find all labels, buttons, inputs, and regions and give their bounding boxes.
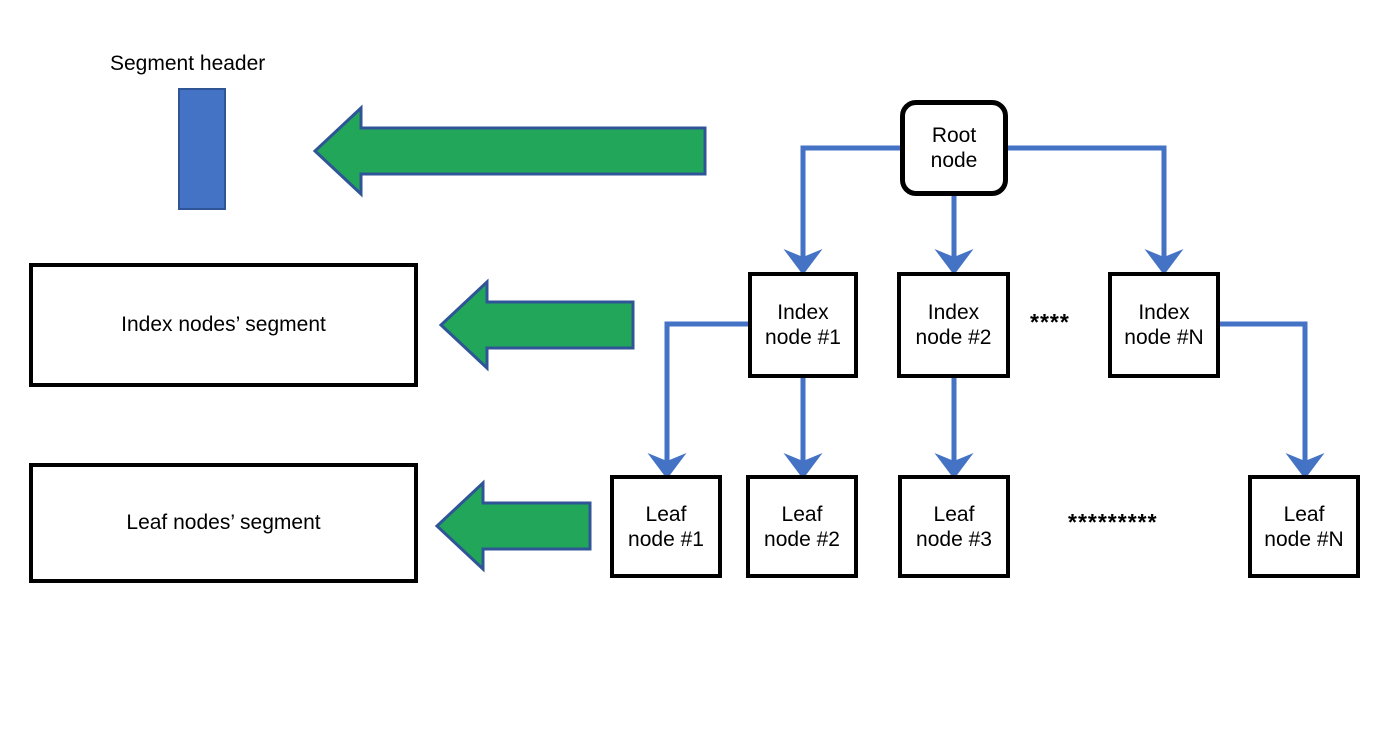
- leaf-mapping-arrow: [434, 479, 592, 573]
- index-node-2: Index node #2: [897, 272, 1010, 378]
- leaf-node-3-label: Leaf node #3: [916, 502, 992, 551]
- index-ellipsis-asterisks: ****: [1030, 309, 1070, 335]
- leaf-node-1: Leaf node #1: [610, 475, 722, 578]
- segment-header-bar: [178, 88, 226, 210]
- leaf-node-2-label: Leaf node #2: [764, 502, 840, 551]
- index-node-1: Index node #1: [748, 272, 858, 378]
- index-mapping-arrow: [438, 278, 635, 372]
- link-root-to-index1: [783, 145, 900, 276]
- index-node-n: Index node #N: [1108, 272, 1220, 378]
- index-node-2-label: Index node #2: [915, 301, 992, 349]
- leaf-segment-label: Leaf nodes’ segment: [126, 511, 321, 534]
- leaf-node-2: Leaf node #2: [746, 475, 858, 578]
- link-root-to-indexN: [1008, 145, 1184, 276]
- leaf-node-1-label: Leaf node #1: [628, 502, 704, 551]
- segment-header-label: Segment header: [110, 52, 266, 75]
- link-indexN-to-leafN: [1220, 321, 1325, 480]
- header-mapping-arrow: [312, 104, 707, 198]
- root-node: Root node: [900, 100, 1008, 196]
- index-segment-box: Index nodes’ segment: [29, 263, 418, 387]
- leaf-node-n: Leaf node #N: [1248, 475, 1360, 578]
- leaf-ellipsis-asterisks: *********: [1068, 509, 1158, 535]
- index-node-1-label: Index node #1: [765, 301, 841, 349]
- index-segment-label: Index nodes’ segment: [121, 313, 326, 336]
- root-node-label: Root node: [930, 124, 978, 172]
- index-node-n-label: Index node #N: [1124, 301, 1204, 349]
- leaf-segment-box: Leaf nodes’ segment: [29, 463, 418, 583]
- link-index1-to-leaf1: [647, 321, 748, 480]
- leaf-node-3: Leaf node #3: [898, 475, 1010, 578]
- leaf-node-n-label: Leaf node #N: [1264, 502, 1344, 551]
